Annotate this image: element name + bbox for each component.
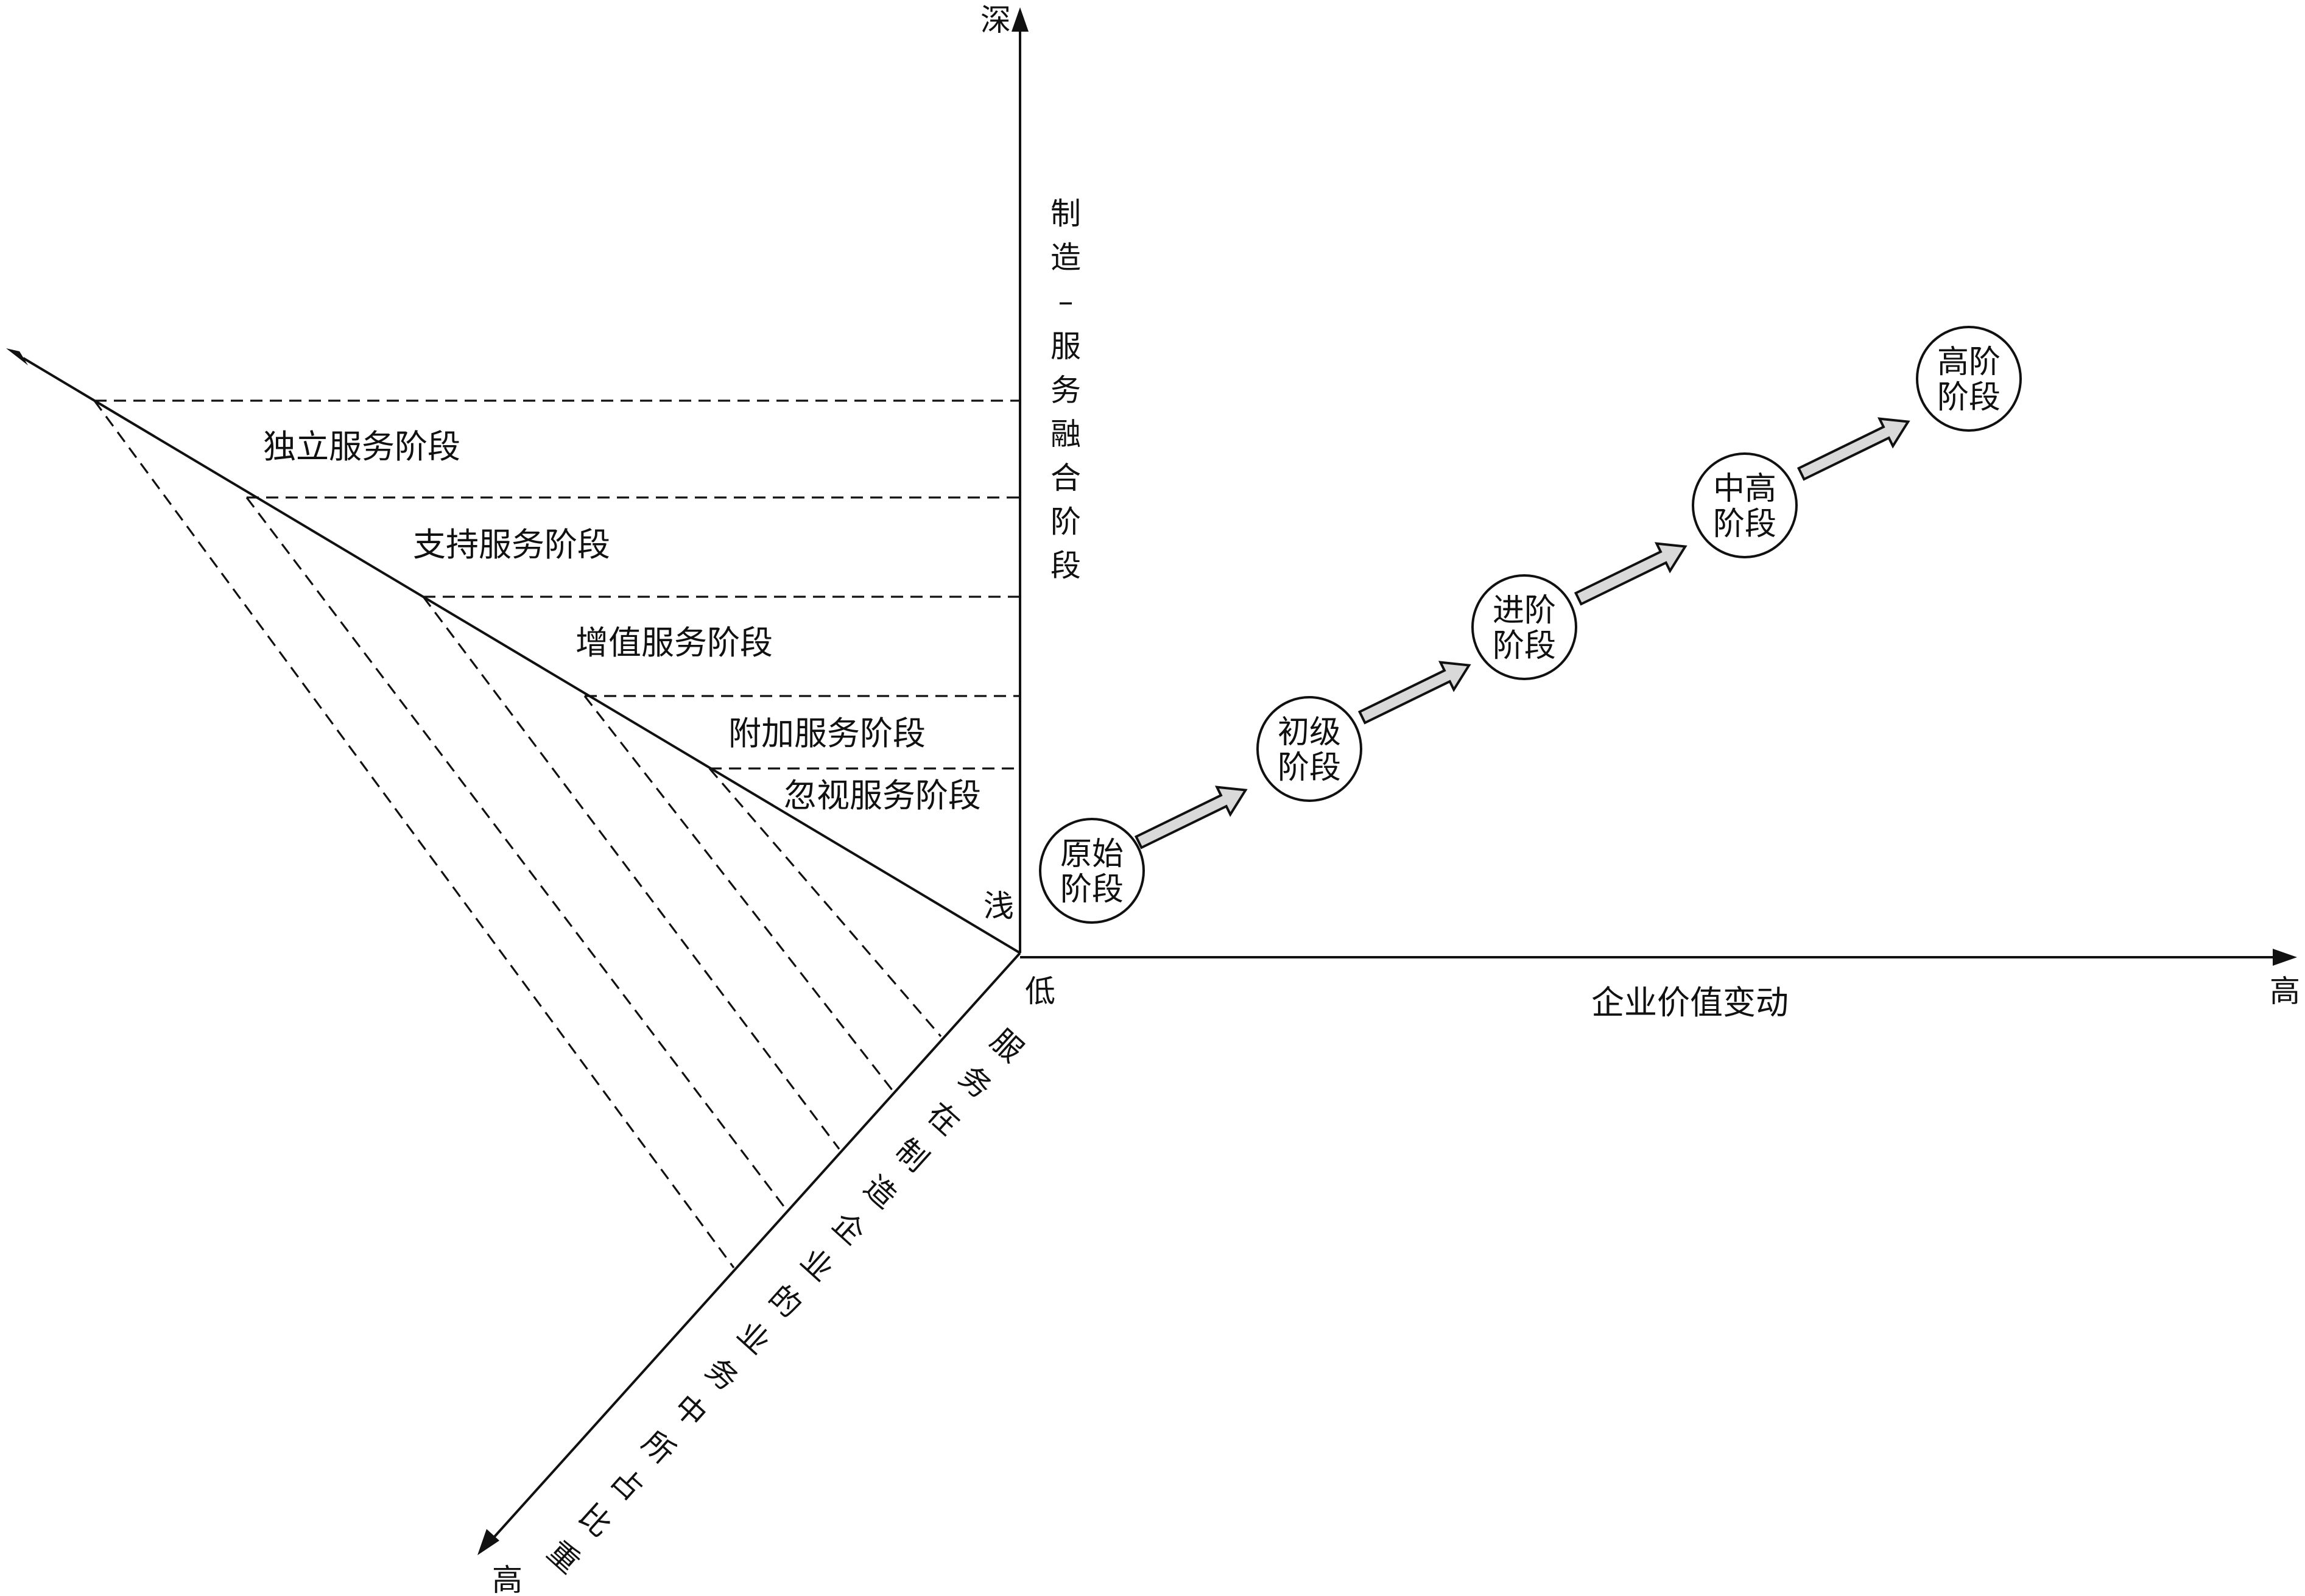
value-stage-node-elementary: 初级 阶段 [1256, 696, 1362, 802]
value-stage-nodes: 原始 阶段 初级 阶段 进阶 阶段 中高 阶段 高阶 阶段 [1039, 326, 2022, 924]
vertical-title-char: 务 [1050, 373, 1081, 408]
stage-label-independent: 独立服务阶段 [263, 427, 460, 466]
value-stage-line2: 阶段 [1278, 750, 1341, 786]
diagonal-title-char: 比 [572, 1497, 618, 1544]
value-stage-line1: 原始 [1060, 836, 1124, 873]
vertical-title-char: 合 [1050, 460, 1081, 496]
guide-d-4 [583, 695, 893, 1091]
diagonal-axis-labels: 高 服 务 在 制 造 企 业 的 业 务 中 所 占 比 重 [492, 1022, 1030, 1596]
value-stage-line1: 初级 [1278, 714, 1341, 751]
value-stage-line1: 高阶 [1937, 344, 2001, 381]
value-stage-node-advanced: 进阶 阶段 [1471, 574, 1577, 680]
progression-arrows [1134, 417, 1910, 849]
guide-d-1 [93, 400, 735, 1268]
diagonal-title-char: 造 [857, 1169, 903, 1215]
horizontal-axis-labels: 低 高 企业价值变动 [1025, 974, 2300, 1022]
value-stage-line2: 阶段 [1713, 506, 1776, 543]
stage-label-ignored: 忽视服务阶段 [784, 776, 981, 815]
value-stage-line1: 中高 [1713, 471, 1776, 507]
vertical-bottom-label: 浅 [984, 888, 1014, 924]
progression-arrow [1134, 786, 1248, 849]
diagonal-title-char: 服 [984, 1022, 1030, 1069]
vertical-title-char: 制 [1050, 196, 1081, 231]
value-stage-line1: 进阶 [1493, 592, 1556, 629]
fusion-stage-labels: 独立服务阶段 支持服务阶段 增值服务阶段 附加服务阶段 忽视服务阶段 [263, 427, 981, 815]
diagonal-title-char: 在 [920, 1095, 966, 1142]
diagonal-title-char: 重 [540, 1534, 586, 1581]
value-stage-node-primitive: 原始 阶段 [1039, 818, 1145, 924]
dashed-guides [93, 399, 1020, 1268]
vertical-title-char: 融 [1050, 417, 1081, 452]
diagonal-title-char: 务 [699, 1351, 745, 1398]
progression-arrow [1357, 661, 1471, 725]
vertical-title-char: – [1058, 284, 1074, 319]
value-stage-line2: 阶段 [1937, 379, 2001, 416]
value-stage-circle [1692, 452, 1798, 558]
diagonal-title-char: 中 [667, 1388, 713, 1435]
vertical-title-char: 造 [1050, 240, 1081, 275]
horizontal-axis-arrowhead [2273, 949, 2297, 966]
value-stage-circle [1471, 574, 1577, 680]
diagonal-title-char: 业 [730, 1315, 776, 1362]
share-diagonal-axis [491, 952, 1021, 1541]
diagonal-title-char: 务 [952, 1059, 998, 1106]
diagonal-end-label: 高 [492, 1563, 523, 1596]
progression-arrow [1574, 542, 1687, 606]
value-stage-circle [1256, 696, 1362, 802]
guide-d-2 [245, 497, 787, 1209]
stage-label-value-added: 增值服务阶段 [575, 624, 773, 662]
stage-label-additional: 附加服务阶段 [728, 714, 926, 753]
share-diagonal-arrowhead [477, 1529, 499, 1555]
diagonal-title-char: 所 [635, 1424, 681, 1471]
value-stage-node-high: 高阶 阶段 [1916, 326, 2022, 432]
vertical-top-label: 深 [980, 2, 1011, 38]
diagonal-title-char: 企 [825, 1205, 871, 1252]
stage-label-support: 支持服务阶段 [413, 526, 610, 564]
value-stage-line2: 阶段 [1493, 628, 1556, 664]
value-stage-node-upper-middle: 中高 阶段 [1692, 452, 1798, 558]
diagonal-title-char: 占 [604, 1461, 650, 1508]
vertical-axis-title: 制 造 – 服 务 融 合 阶 段 [1050, 196, 1081, 583]
stage-diagonal-arrowhead [6, 348, 28, 365]
diagonal-title-char: 的 [762, 1278, 808, 1325]
progression-arrow [1796, 417, 1910, 481]
vertical-axis-arrowhead [1012, 7, 1029, 32]
stage-diagonal-axis [22, 357, 1021, 954]
diagonal-title-char: 业 [794, 1242, 840, 1288]
diagonal-title-char: 制 [889, 1132, 935, 1179]
value-stage-line2: 阶段 [1060, 871, 1124, 908]
vertical-title-char: 段 [1050, 548, 1081, 583]
value-stage-circle [1039, 818, 1145, 924]
horizontal-axis-title: 企业价值变动 [1591, 983, 1789, 1022]
value-stage-circle [1916, 326, 2022, 432]
guide-d-3 [422, 596, 840, 1150]
vertical-axis-labels: 深 浅 制 造 – 服 务 融 合 阶 段 [980, 2, 1081, 924]
diagonal-axis-title: 服 务 在 制 造 企 业 的 业 务 中 所 占 比 重 [540, 1022, 1030, 1581]
guide-d-5 [708, 767, 942, 1038]
vertical-title-char: 服 [1050, 329, 1081, 364]
vertical-title-char: 阶 [1050, 504, 1081, 540]
axes [6, 7, 2297, 1555]
horizontal-end-label: 高 [2270, 974, 2300, 1009]
horizontal-origin-label: 低 [1025, 974, 1055, 1009]
